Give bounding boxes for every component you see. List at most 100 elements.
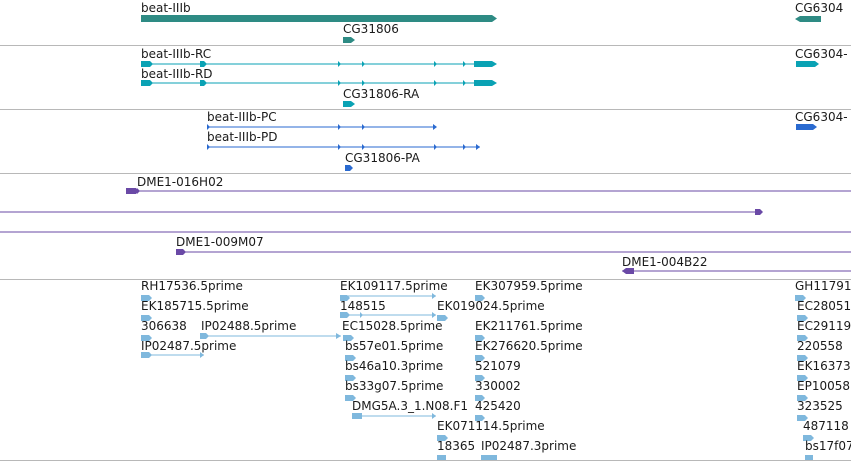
est-label: EK16373 xyxy=(797,359,851,373)
est-feature-bs57e01[interactable] xyxy=(345,355,356,361)
gene-feature-beat-IIIb[interactable] xyxy=(141,15,497,22)
est-feature-EK211761[interactable] xyxy=(475,335,485,341)
est-feature-EC28051[interactable] xyxy=(797,315,808,321)
est-track: RH17536.5prime EK185715.5prime 306638 IP… xyxy=(0,279,851,461)
protein-label-beat-IIIb-PC: beat-IIIb-PC xyxy=(207,110,277,124)
protein-label-beat-IIIb-PD: beat-IIIb-PD xyxy=(207,130,278,144)
est-label: IP02488.5prime xyxy=(201,319,297,333)
est-feature-487118[interactable] xyxy=(803,435,814,441)
est-label: DMG5A.3_1.N08.F1 xyxy=(352,399,469,413)
mrna-feature-beat-IIIb-RC[interactable] xyxy=(141,61,153,67)
est-label: EK109117.5prime xyxy=(340,279,448,293)
protein-feature-beat-IIIb-PD[interactable] xyxy=(207,144,210,150)
clone-feature-unlabeled[interactable] xyxy=(755,209,763,215)
est-track-glyphs xyxy=(141,293,814,461)
est-feature-148515[interactable] xyxy=(340,312,350,318)
est-feature-330002[interactable] xyxy=(475,395,485,401)
est-label: 306638 xyxy=(141,319,187,333)
est-feature-521079[interactable] xyxy=(475,375,485,381)
est-feature-EK185715[interactable] xyxy=(141,315,152,321)
clone-label-DME1-004B22: DME1-004B22 xyxy=(622,255,708,269)
est-label: 18365 xyxy=(437,439,476,453)
mrna-track-glyphs xyxy=(141,61,819,107)
gene-label-CG31806: CG31806 xyxy=(343,22,399,36)
est-label: bs46a10.3prime xyxy=(345,359,444,373)
est-label: EK276620.5prime xyxy=(475,339,583,353)
est-label: EK071114.5prime xyxy=(437,419,545,433)
est-feature-bs17f07[interactable] xyxy=(805,455,813,461)
est-label: IP02487.5prime xyxy=(141,339,237,353)
est-feature-RH17536[interactable] xyxy=(141,295,152,301)
mrna-feature-CG6304[interactable] xyxy=(796,61,819,67)
mrna-label-beat-IIIb-RC: beat-IIIb-RC xyxy=(141,47,212,61)
track-separator xyxy=(0,109,851,110)
est-label: EC29119 xyxy=(797,319,851,333)
est-feature-EC29119[interactable] xyxy=(797,335,808,341)
est-feature-bs46a10[interactable] xyxy=(345,375,356,381)
est-feature-DMG5A[interactable] xyxy=(352,413,362,419)
protein-label-CG6304: CG6304- xyxy=(795,110,848,124)
clone-label-DME1-009M07: DME1-009M07 xyxy=(176,235,264,249)
est-feature-IP02487-3[interactable] xyxy=(481,455,497,461)
est-feature-18365[interactable] xyxy=(437,455,446,461)
clone-feature-DME1-016H02[interactable] xyxy=(126,188,139,194)
clone-track: DME1-016H02 DME1-009M07 DME1-004B22 xyxy=(0,174,851,279)
est-label: GH11791 xyxy=(795,279,851,293)
mrna-label-CG6304: CG6304- xyxy=(795,47,848,61)
est-feature-323525[interactable] xyxy=(797,415,808,421)
est-feature-IP02488[interactable] xyxy=(200,333,209,339)
track-separator xyxy=(0,279,851,280)
mrna-track: beat-IIIb-RC beat-IIIb-RD CG31806-RA CG6… xyxy=(0,46,851,109)
protein-track-glyphs xyxy=(207,124,817,171)
est-feature-306638[interactable] xyxy=(141,335,152,341)
est-feature-EK019024[interactable] xyxy=(437,315,448,321)
gene-track-glyphs xyxy=(141,15,821,43)
est-feature-EK307959[interactable] xyxy=(475,295,485,301)
mrna-label-beat-IIIb-RD: beat-IIIb-RD xyxy=(141,67,213,81)
clone-feature-DME1-009M07[interactable] xyxy=(176,249,186,255)
est-feature-220558[interactable] xyxy=(797,355,808,361)
protein-feature-CG6304[interactable] xyxy=(796,124,817,130)
gene-label-beat-IIIb: beat-IIIb xyxy=(141,1,191,15)
est-feature-EP10058[interactable] xyxy=(797,395,808,401)
gene-feature-CG6304[interactable] xyxy=(795,16,821,22)
est-label: EC28051 xyxy=(797,299,851,313)
est-label: EK185715.5prime xyxy=(141,299,249,313)
mrna-feature-CG31806-RA[interactable] xyxy=(343,101,355,107)
protein-label-CG31806-PA: CG31806-PA xyxy=(345,151,420,165)
gene-label-CG6304: CG6304 xyxy=(795,1,844,15)
est-feature-EK071114[interactable] xyxy=(437,435,448,441)
est-label: bs17f07 xyxy=(805,439,851,453)
clone-label-DME1-016H02: DME1-016H02 xyxy=(137,175,224,189)
est-label: 323525 xyxy=(797,399,843,413)
est-feature-425420[interactable] xyxy=(475,415,485,421)
est-label: EK307959.5prime xyxy=(475,279,583,293)
est-feature-EK276620[interactable] xyxy=(475,355,485,361)
est-label: EP10058 xyxy=(797,379,850,393)
track-separator xyxy=(0,173,851,174)
est-feature-EC15028[interactable] xyxy=(343,335,354,341)
gene-track: beat-IIIb CG31806 CG6304 xyxy=(0,0,851,45)
protein-feature-beat-IIIb-PC[interactable] xyxy=(207,124,210,130)
est-label: 220558 xyxy=(797,339,843,353)
track-separator xyxy=(0,45,851,46)
protein-track: beat-IIIb-PC beat-IIIb-PD CG31806-PA CG6… xyxy=(0,110,851,173)
est-label: 148515 xyxy=(340,299,386,313)
est-label: IP02487.3prime xyxy=(481,439,577,453)
est-feature-bs33g07[interactable] xyxy=(345,395,356,401)
gene-feature-CG31806[interactable] xyxy=(343,37,355,43)
est-label: 330002 xyxy=(475,379,521,393)
est-label: 521079 xyxy=(475,359,521,373)
mrna-label-CG31806-RA: CG31806-RA xyxy=(343,87,420,101)
est-label: EK019024.5prime xyxy=(437,299,545,313)
est-feature-GH11791[interactable] xyxy=(795,295,806,301)
est-label: EK211761.5prime xyxy=(475,319,583,333)
mrna-feature-beat-IIIb-RD[interactable] xyxy=(141,80,153,86)
protein-feature-CG31806-PA[interactable] xyxy=(345,165,353,171)
est-label: 425420 xyxy=(475,399,521,413)
est-feature-IP02487-5[interactable] xyxy=(141,352,152,358)
est-label: bs57e01.5prime xyxy=(345,339,444,353)
est-feature-EK16373[interactable] xyxy=(797,375,808,381)
clone-feature-DME1-004B22[interactable] xyxy=(622,268,634,274)
